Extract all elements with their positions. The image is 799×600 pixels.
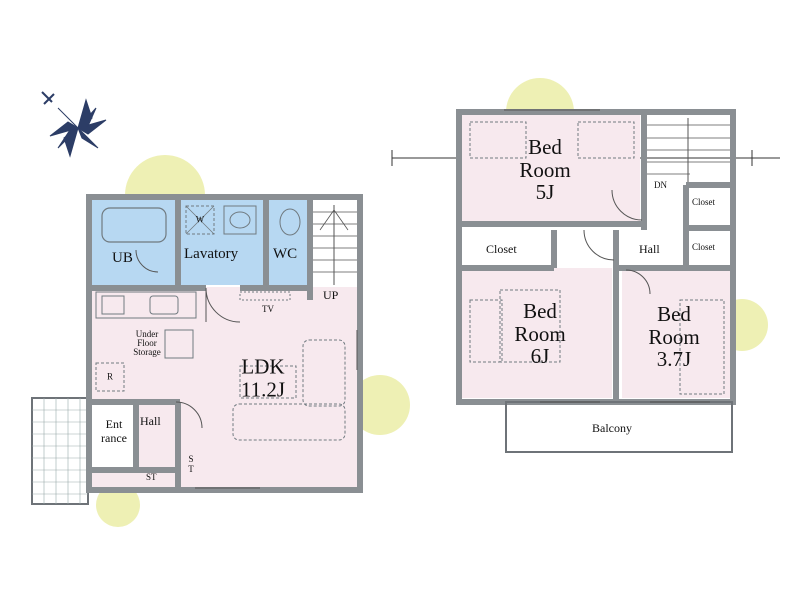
bed6-line3: 6J <box>530 344 550 369</box>
bathtub <box>101 207 167 243</box>
stairs-second-floor <box>646 118 730 185</box>
door-swings-first <box>135 249 241 429</box>
closet-top-right-label: Closet <box>692 197 716 207</box>
bed6-line1: Bed <box>523 298 557 323</box>
fridge-box <box>95 362 125 392</box>
tv-bench <box>239 291 291 301</box>
hall-floor <box>134 404 176 468</box>
closet-mid-right-label: Closet <box>692 242 716 252</box>
sofa-layout <box>232 339 346 441</box>
bed5-line2: Room <box>519 157 571 182</box>
bed37-line3: 3.7J <box>656 347 692 372</box>
ldk-label: LDK 11.2J <box>241 355 285 400</box>
window-marks <box>195 109 710 489</box>
entrance-line2: rance <box>101 430 127 445</box>
wc-floor <box>268 200 310 285</box>
door-swings-second <box>583 189 651 295</box>
hall-label-second: Hall <box>639 242 660 256</box>
st-bottom-label: ST <box>146 472 157 482</box>
under-floor-storage-label: Under Floor Storage <box>130 330 164 357</box>
bed-room-3-7j-label: Bed Room 3.7J <box>648 303 699 371</box>
st-side-line1: S <box>188 454 194 464</box>
bed37-floor <box>622 268 730 398</box>
under-floor-line3: Storage <box>133 347 161 357</box>
walls-first-floor <box>86 194 363 493</box>
ldk-line1: LDK <box>241 354 285 379</box>
ldk-line2: 11.2J <box>240 377 286 401</box>
bedroom-furniture <box>469 121 725 395</box>
entrance-line1: Ent <box>105 417 123 431</box>
bed5-line3: 5J <box>535 180 555 205</box>
ub-label: UB <box>112 250 133 266</box>
entrance-floor <box>92 404 134 468</box>
vanity-sink <box>223 205 257 235</box>
bed37-line2: Room <box>648 324 700 349</box>
up-label: UP <box>323 288 339 302</box>
washer-label: W <box>195 214 205 225</box>
fridge-label: R <box>106 371 114 382</box>
toilet <box>279 208 301 236</box>
bed-room-6j-label: Bed Room 6J <box>514 300 565 368</box>
tv-label: TV <box>262 304 274 314</box>
entrance-porch <box>31 397 89 505</box>
bed-room-5j-label: Bed Room 5J <box>519 136 570 204</box>
wc-label: WC <box>273 246 298 262</box>
bed6-line2: Room <box>514 321 566 346</box>
st-side-label: S T <box>185 454 197 475</box>
stairs-first-floor <box>312 205 357 285</box>
tree-bottom-left <box>96 483 140 527</box>
tree-mid-right <box>350 375 410 435</box>
closet-left-label: Closet <box>486 242 517 256</box>
bed37-line1: Bed <box>657 301 691 326</box>
st-side-line2: T <box>188 463 194 474</box>
hall-label-first: Hall <box>140 414 161 428</box>
balcony-label: Balcony <box>592 421 632 435</box>
under-floor-line1: Under <box>135 329 159 339</box>
compass-rose <box>41 91 107 158</box>
washer-box <box>185 205 215 235</box>
kitchen-counter <box>95 291 197 359</box>
balcony-rail <box>505 401 733 453</box>
lavatory-label: Lavatory <box>184 246 239 262</box>
balcony-floor <box>510 404 730 452</box>
bed5-line1: Bed <box>528 134 562 159</box>
under-floor-line2: Floor <box>137 338 157 348</box>
dn-label: DN <box>654 180 667 190</box>
bed5-floor <box>462 115 640 221</box>
entrance-label: Ent rance <box>94 417 134 446</box>
